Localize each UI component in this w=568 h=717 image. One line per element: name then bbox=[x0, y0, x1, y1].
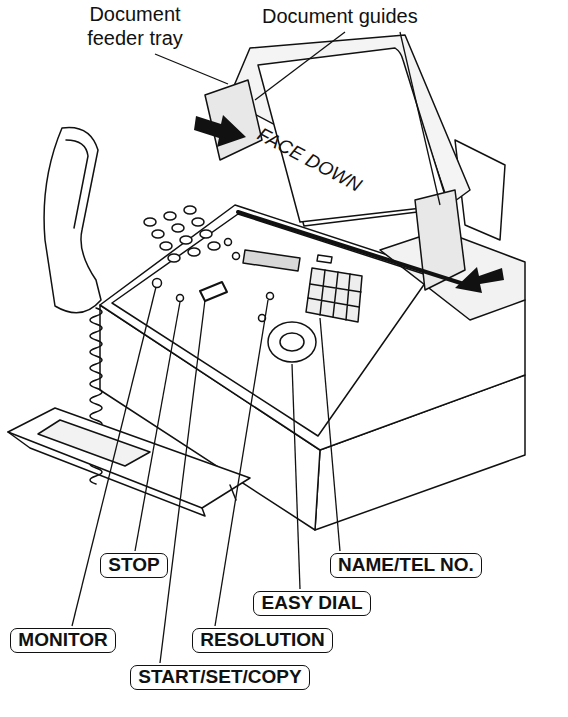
button-name: STOP bbox=[108, 554, 159, 576]
button-name: MONITOR bbox=[18, 629, 107, 651]
button-name: RESOLUTION bbox=[200, 629, 325, 651]
button-label: EASY DIAL bbox=[253, 591, 371, 616]
part-name: Document guides bbox=[262, 4, 418, 28]
button-name: START/SET/COPY bbox=[138, 666, 301, 688]
button-label: RESOLUTION bbox=[192, 628, 333, 653]
button-label: STOP bbox=[100, 553, 168, 578]
button-name: EASY DIAL bbox=[261, 592, 362, 614]
button-name: NAME/TEL NO. bbox=[338, 554, 474, 576]
button-label: NAME/TEL NO. bbox=[330, 553, 482, 578]
part-name: Document feeder tray bbox=[76, 2, 194, 50]
button-label: START/SET/COPY bbox=[130, 665, 310, 690]
button-label: MONITOR bbox=[10, 628, 116, 653]
